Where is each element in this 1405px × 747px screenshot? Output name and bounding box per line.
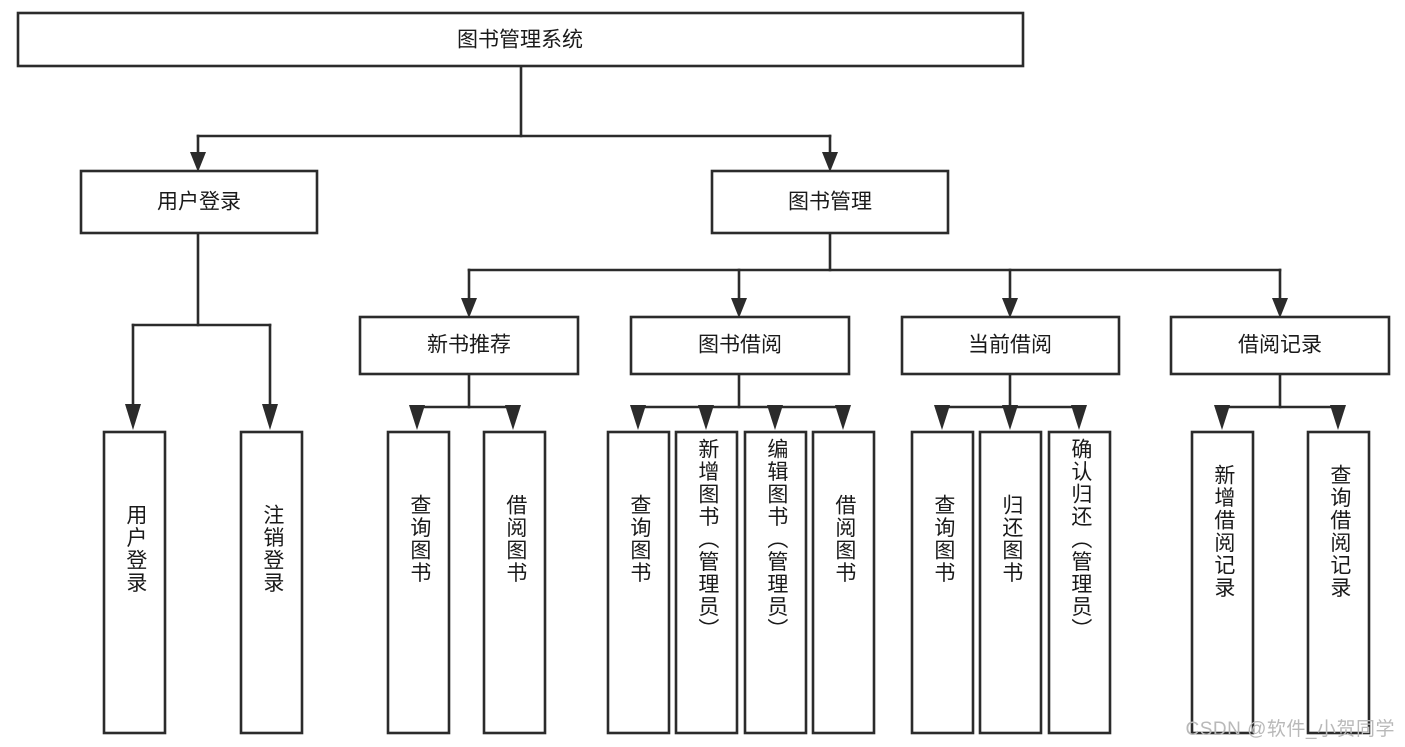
leaf-box-current-confirm-return[interactable] [1047,430,1112,735]
leaf-box-user-login[interactable] [102,430,167,735]
arrow-icon-borrow-leaf-1 [630,405,646,430]
arrow-icon-to-leaf-user-login [125,404,141,430]
arrow-icon-recommend-leaf-1 [409,405,425,430]
arrow-icon-to-borrow-record [1272,298,1288,318]
arrow-icon-to-current-borrow [1002,298,1018,318]
arrow-icon-record-leaf-2 [1330,405,1346,430]
arrow-icon-to-leaf-logout [262,404,278,430]
node-user-login-label: 用户登录 [157,191,241,214]
node-root-box[interactable] [16,11,1025,68]
leaf-box-current-return-book[interactable] [978,430,1043,735]
leaf-box-borrow-borrow-book[interactable] [811,430,876,735]
arrow-icon-recommend-leaf-2 [505,405,521,430]
node-root-book-management-system[interactable]: 图书管理系统 [16,11,1025,68]
arrow-icon-to-recommend [461,298,477,318]
arrow-icon-to-user-login [190,152,206,172]
node-root-label: 图书管理系统 [457,29,583,52]
node-new-book-recommend-label: 新书推荐 [427,334,511,357]
node-book-borrow-box[interactable] [629,315,851,376]
node-current-borrow-box[interactable] [900,315,1121,376]
node-borrow-record-label: 借阅记录 [1238,334,1322,357]
arrow-icon-borrow-leaf-3 [767,405,783,430]
arrow-icon-current-leaf-2 [1002,405,1018,430]
leaf-box-recommend-query-book[interactable] [386,430,451,735]
arrow-icon-borrow-leaf-4 [835,405,851,430]
node-book-borrow[interactable]: 图书借阅 [629,315,851,376]
leaf-box-borrow-query-book[interactable] [606,430,671,735]
leaf-box-record-add[interactable] [1190,430,1255,735]
leaf-box-group [102,430,1371,735]
arrow-icon-to-book-mgmt [822,152,838,172]
arrow-icon-current-leaf-1 [934,405,950,430]
leaf-box-recommend-borrow-book[interactable] [482,430,547,735]
leaf-box-borrow-edit-book[interactable] [743,430,808,735]
node-book-management-label: 图书管理 [788,191,872,214]
watermark-text: CSDN @软件_小贺同学 [1185,719,1395,740]
node-book-management[interactable]: 图书管理 [710,169,950,235]
node-new-book-recommend-box[interactable] [358,315,580,376]
node-current-borrow[interactable]: 当前借阅 [900,315,1121,376]
node-borrow-record-box[interactable] [1169,315,1391,376]
node-borrow-record[interactable]: 借阅记录 [1169,315,1391,376]
leaf-box-current-query-book[interactable] [910,430,975,735]
node-user-login-box[interactable] [79,169,319,235]
arrow-icon-borrow-leaf-2 [698,405,714,430]
leaf-box-logout[interactable] [239,430,304,735]
node-new-book-recommend[interactable]: 新书推荐 [358,315,580,376]
arrow-icon-record-leaf-1 [1214,405,1230,430]
arrow-icon-to-book-borrow [731,298,747,318]
node-book-management-box[interactable] [710,169,950,235]
leaf-box-record-query[interactable] [1306,430,1371,735]
node-user-login[interactable]: 用户登录 [79,169,319,235]
node-book-borrow-label: 图书借阅 [698,334,782,357]
arrowhead-group [125,152,1346,430]
leaf-box-borrow-add-book[interactable] [674,430,739,735]
node-current-borrow-label: 当前借阅 [968,334,1052,357]
arrow-icon-current-leaf-3 [1071,405,1087,430]
